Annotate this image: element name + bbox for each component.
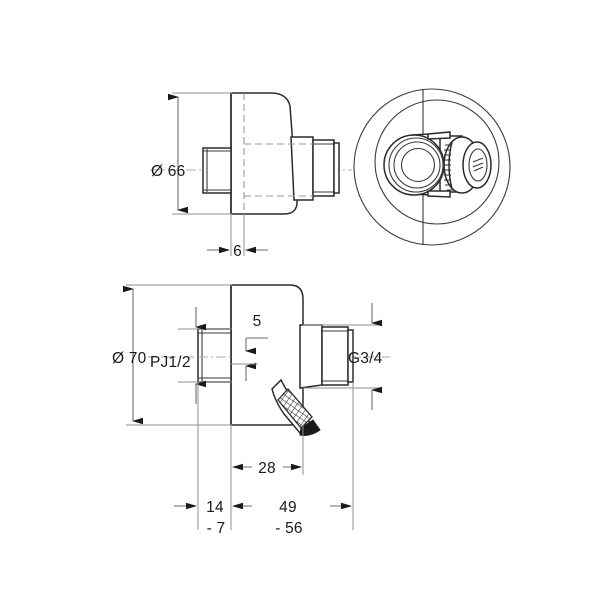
front-view-boss-center: [400, 147, 436, 183]
front-view-boss-ring-mid: [388, 137, 444, 193]
top-section-view: Ø 66 6: [150, 92, 352, 260]
front-circular-view: [353, 88, 511, 246]
dim-label-offset-5: 5: [253, 313, 262, 330]
main-view-inlet-spigot: [197, 328, 232, 383]
front-view-tab-bottom: [427, 190, 451, 198]
dim-label-diameter-70: Ø 70: [112, 350, 147, 367]
top-view-outlet-end-cap: [333, 142, 340, 194]
top-view-right-neck: [290, 136, 314, 201]
thread-callout-inlet: PJ1/2: [150, 354, 191, 371]
main-view-outlet-thread: [321, 326, 349, 386]
front-view-knurl-teeth: [444, 144, 454, 191]
dim-label-length-14: 14: [206, 499, 224, 516]
front-view-boss-ring-inner: [393, 141, 441, 189]
top-view-left-spigot: [202, 147, 232, 194]
main-elevation-view: Ø 70 PJ1/2 5 G3/4 28: [112, 284, 390, 537]
dim-label-diameter-66: Ø 66: [151, 163, 185, 180]
front-view-outer-circle: [353, 88, 511, 246]
dim-label-length-minus-7: - 7: [207, 520, 226, 537]
front-view-tab-top: [427, 131, 451, 140]
front-view-knurl-edge: [448, 141, 453, 190]
thread-callout-outlet: G3/4: [348, 350, 383, 367]
front-view-knob-screw-slot: [472, 157, 484, 172]
top-view-body: [230, 92, 298, 215]
top-view-right-outlet: [312, 139, 335, 197]
main-view-outlet-neck: [299, 324, 323, 389]
dim-label-depth-28: 28: [258, 460, 276, 477]
front-view-knob-cap-inner: [468, 148, 488, 182]
front-view-inner-circle: [374, 99, 500, 225]
dim-label-length-minus-56: - 56: [275, 520, 303, 537]
dim-label-width-6: 6: [233, 243, 242, 260]
main-view-outlet-end-cap: [347, 329, 354, 383]
dim-label-length-49: 49: [279, 499, 297, 516]
main-view-lever-tip: [299, 419, 321, 436]
